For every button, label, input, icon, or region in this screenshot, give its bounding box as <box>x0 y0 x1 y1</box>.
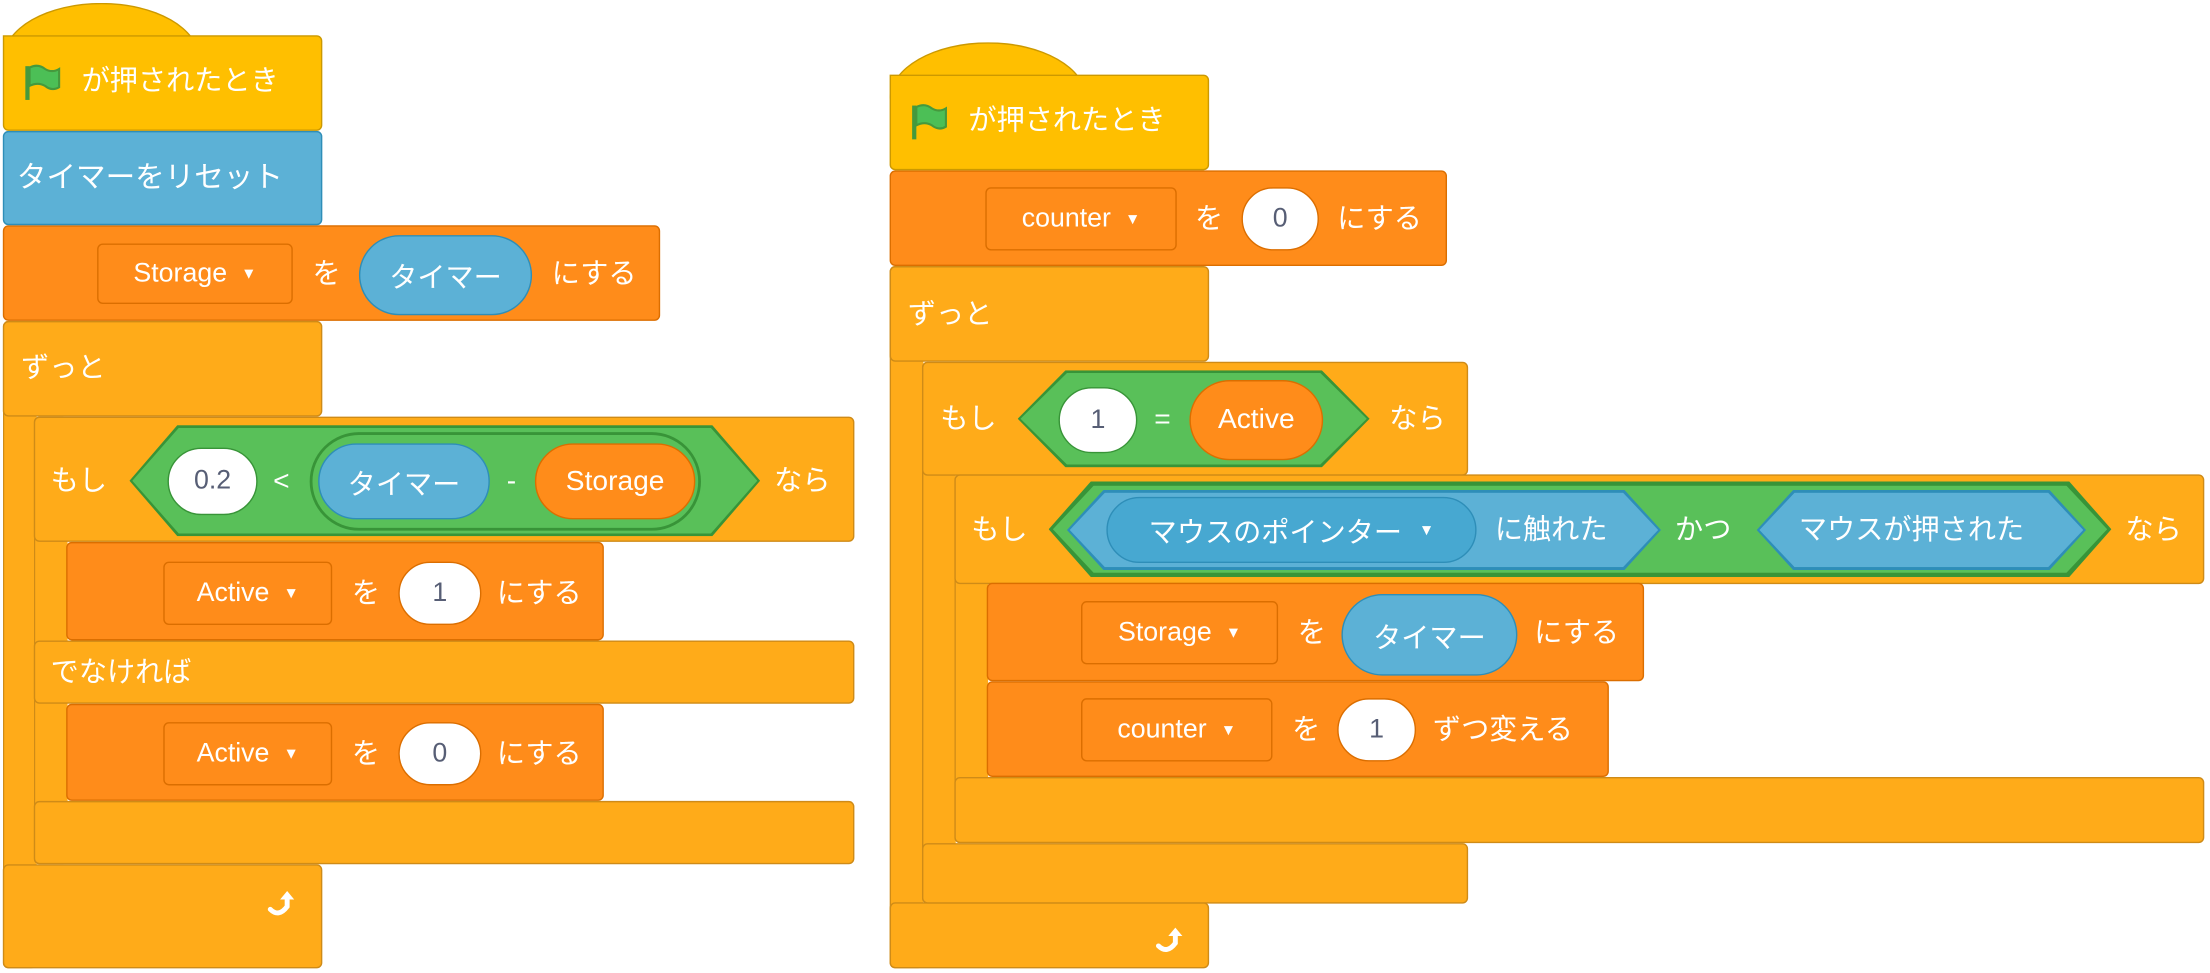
when-flag-clicked-block[interactable] <box>889 74 1210 171</box>
else-band[interactable] <box>33 640 855 704</box>
less-than-operator: < <box>273 465 290 497</box>
if-else-bottom[interactable] <box>33 800 855 865</box>
storage-reporter[interactable]: Storage <box>534 443 696 520</box>
timer-reporter[interactable]: タイマー <box>358 235 533 316</box>
variable-dropdown[interactable]: counter ▼ <box>1081 698 1273 762</box>
touching-label: に触れた <box>1494 515 1608 547</box>
value-input[interactable]: 0 <box>398 722 482 786</box>
number-input[interactable]: 1 <box>1058 387 1138 454</box>
mouse-down-fill <box>1760 493 2084 568</box>
loop-arrow-icon <box>1155 927 1183 952</box>
caret-down-icon: ▼ <box>1225 624 1242 642</box>
hat-label: が押されたとき <box>968 105 1166 137</box>
if-bottom[interactable] <box>954 776 2205 844</box>
change-suffix: ずつ変える <box>1432 715 1573 747</box>
if-label: もし <box>50 465 107 497</box>
forever-label: ずっと <box>21 353 106 385</box>
timer-reporter[interactable]: タイマー <box>318 443 490 520</box>
and-label: かつ <box>1675 515 1732 547</box>
caret-down-icon: ▼ <box>1418 521 1435 539</box>
variable-dropdown[interactable]: Storage ▼ <box>1081 601 1279 665</box>
mouse-down-label: マウスが押された <box>1798 515 2025 547</box>
set-variable-block[interactable] <box>66 703 604 801</box>
forever-top[interactable] <box>2 320 323 417</box>
forever-bottom[interactable] <box>2 864 323 969</box>
then-label: なら <box>774 465 831 497</box>
wo-label: を <box>1195 204 1224 236</box>
forever-block[interactable] <box>889 266 924 969</box>
then-label: なら <box>1389 403 1446 435</box>
variable-dropdown[interactable]: counter ▼ <box>985 187 1177 251</box>
wo-label: を <box>1292 715 1321 747</box>
loop-arrow-icon <box>267 891 295 916</box>
value-input[interactable]: 1 <box>1337 698 1417 762</box>
value-input[interactable]: 1 <box>398 561 482 625</box>
number-input[interactable]: 0.2 <box>167 447 258 516</box>
set-variable-block[interactable] <box>66 541 604 641</box>
caret-down-icon: ▼ <box>1220 721 1237 739</box>
variable-dropdown[interactable]: Active ▼ <box>163 561 333 625</box>
then-label: なら <box>2125 515 2182 547</box>
if-label: もし <box>971 515 1028 547</box>
forever-top[interactable] <box>889 266 1210 362</box>
variable-dropdown[interactable]: Storage ▼ <box>97 243 293 305</box>
reset-timer-label: タイマーをリセット <box>16 161 283 195</box>
dropdown-value: Storage <box>1118 617 1212 647</box>
if-bottom[interactable] <box>921 843 1469 904</box>
else-label: でなければ <box>50 657 192 689</box>
equals-operator: = <box>1154 403 1171 435</box>
wo-label: を <box>312 258 341 290</box>
caret-down-icon: ▼ <box>283 745 299 763</box>
hat-label: が押されたとき <box>81 66 279 98</box>
dropdown-value: Storage <box>133 258 228 288</box>
if-label: もし <box>940 403 997 435</box>
caret-down-icon: ▼ <box>241 265 257 283</box>
variable-dropdown[interactable]: Active ▼ <box>163 722 333 786</box>
green-flag-icon <box>25 64 61 100</box>
set-suffix: にする <box>496 578 582 610</box>
forever-label: ずっと <box>907 299 993 331</box>
forever-bottom[interactable] <box>889 902 1210 969</box>
minus-operator: - <box>506 465 517 497</box>
touching-target-dropdown[interactable]: マウスのポインター ▼ <box>1106 496 1477 564</box>
green-flag-icon <box>912 104 947 140</box>
caret-down-icon: ▼ <box>283 584 299 602</box>
active-reporter[interactable]: Active <box>1189 380 1324 461</box>
dropdown-value: マウスのポインター <box>1148 517 1403 549</box>
reset-timer-block[interactable] <box>2 130 323 226</box>
forever-block[interactable] <box>2 320 37 969</box>
set-suffix: にする <box>1337 204 1422 236</box>
set-suffix: にする <box>1534 617 1620 649</box>
set-suffix: にする <box>496 738 582 770</box>
wo-label: を <box>351 738 381 770</box>
set-suffix: にする <box>551 258 637 290</box>
dropdown-value: Active <box>196 577 270 608</box>
dropdown-value: counter <box>1021 203 1111 233</box>
value-input[interactable]: 0 <box>1241 187 1319 251</box>
wo-label: を <box>1297 617 1326 649</box>
dropdown-value: Active <box>196 738 270 768</box>
dropdown-value: counter <box>1117 714 1207 744</box>
wo-label: を <box>351 578 381 610</box>
timer-reporter[interactable]: タイマー <box>1341 594 1518 676</box>
caret-down-icon: ▼ <box>1125 210 1141 228</box>
